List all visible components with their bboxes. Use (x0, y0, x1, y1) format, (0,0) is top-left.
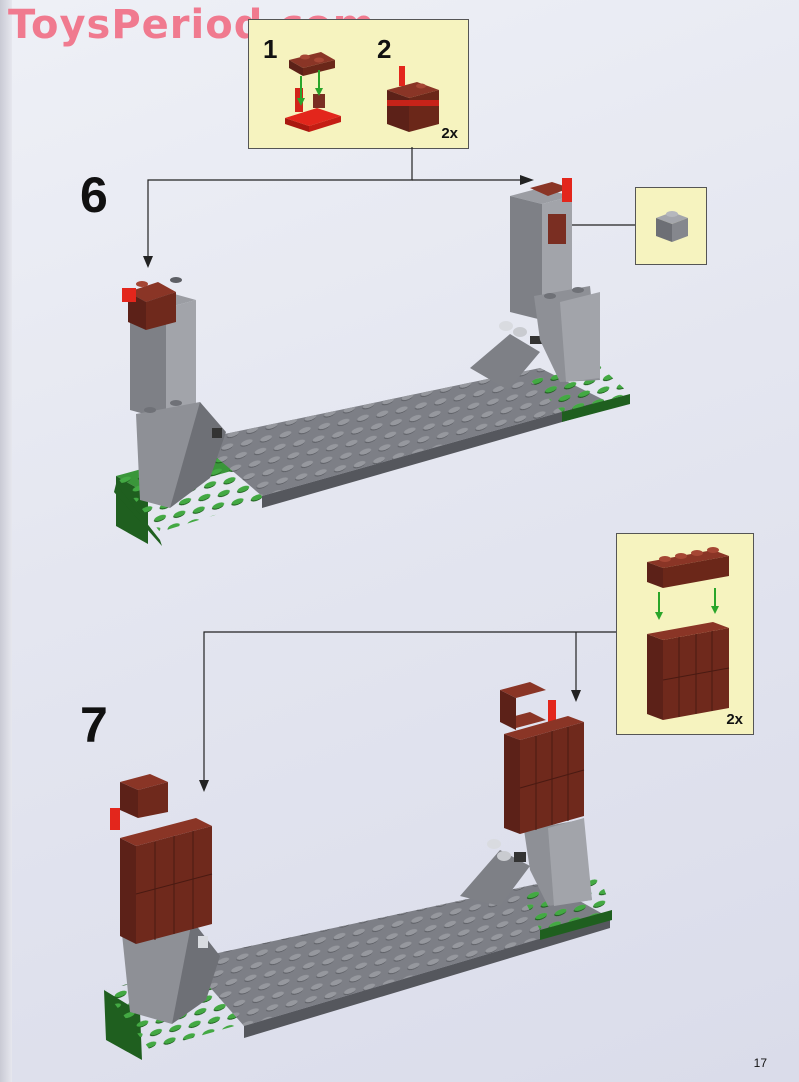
dark-red-1x4-brick-part (647, 547, 729, 588)
substep-2-label: 2 (377, 34, 392, 64)
page-number: 17 (753, 1056, 767, 1070)
step6-parts-callout: 1 2 2x (248, 19, 469, 149)
step-number-6: 6 (80, 167, 108, 223)
step6-callout-parts (285, 52, 439, 132)
quantity-multiplier: 2x (441, 125, 458, 142)
dark-red-plate-part (289, 52, 335, 76)
page-binding-edge (0, 0, 12, 1082)
quantity-multiplier: 2x (726, 711, 743, 728)
grey-brick-callout (635, 187, 707, 265)
step7-callout-parts (647, 547, 730, 720)
step7-model (104, 682, 612, 1060)
substep-1-label: 1 (263, 34, 278, 64)
step7-parts-callout: 2x (616, 533, 754, 735)
assembled-red-stack-part (387, 66, 439, 132)
step6-model (114, 178, 630, 546)
dark-red-panel-part (647, 622, 730, 720)
grey-brick-part (656, 211, 688, 242)
step-number-7: 7 (80, 697, 108, 753)
step7-callout-arrows (203, 631, 616, 782)
